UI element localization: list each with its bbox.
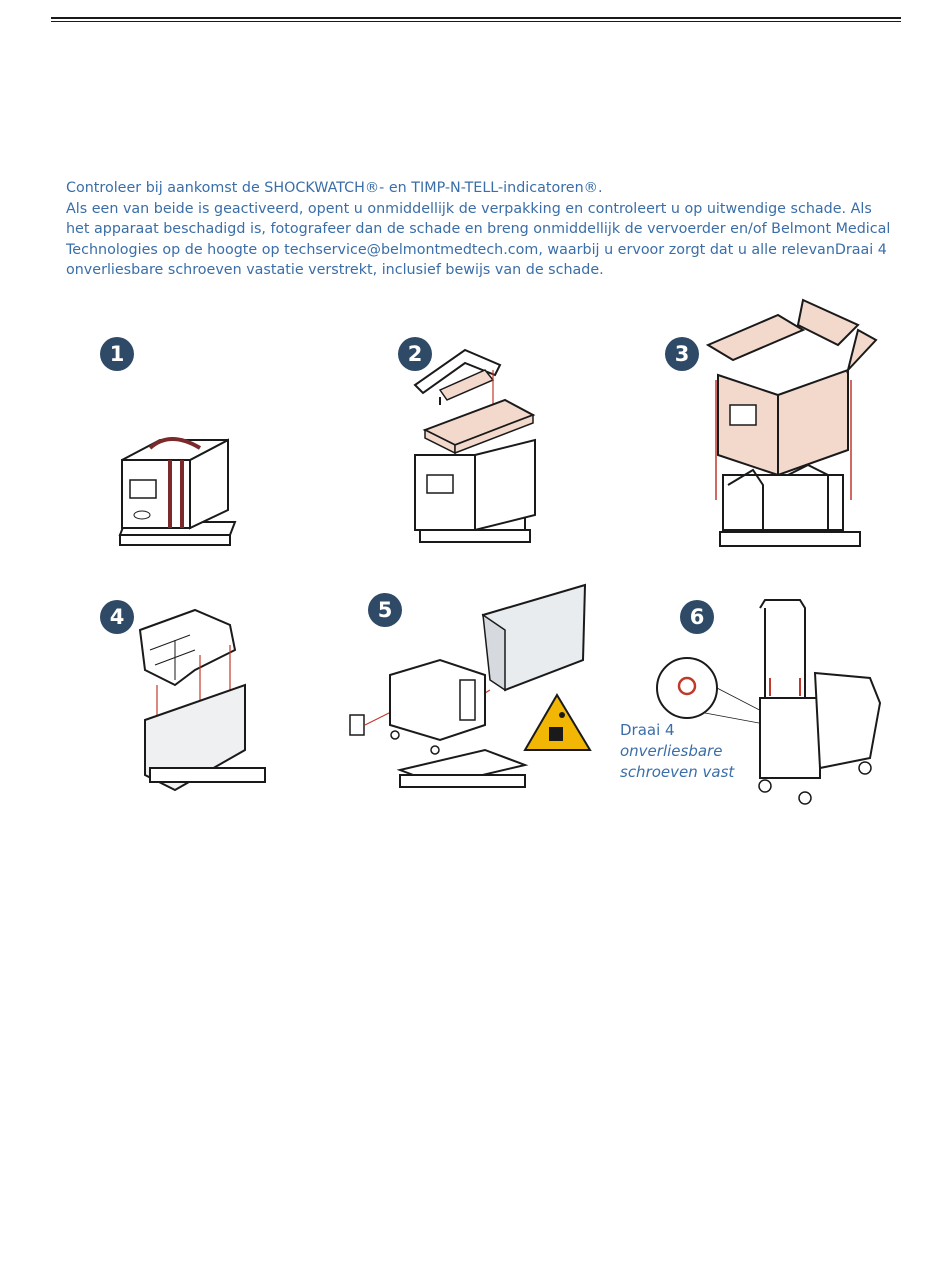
- step-6-caption-line3: schroeven vast: [620, 763, 735, 781]
- step-6-caption-line1: Draai 4: [620, 721, 675, 739]
- step-5-illustration: [349, 583, 592, 788]
- header-rule: [51, 17, 901, 19]
- step-4-illustration: [138, 608, 266, 792]
- intro-block: Controleer bij aankomst de SHOCKWATCH®- …: [66, 178, 896, 281]
- lift-warning-icon: [523, 693, 592, 751]
- step-3-illustration: [705, 298, 878, 547]
- step-6-caption: Draai 4 onverliesbare schroeven vast: [620, 720, 760, 783]
- step-badge-2: 2: [398, 337, 432, 371]
- step-badge-4: 4: [100, 600, 134, 634]
- step-badge-3: 3: [665, 337, 699, 371]
- step-badge-1: 1: [100, 337, 134, 371]
- intro-body: Als een van beide is geactiveerd, opent …: [66, 200, 891, 279]
- header-rule-thin: [51, 21, 901, 22]
- step-badge-5: 5: [368, 593, 402, 627]
- intro-heading: Controleer bij aankomst de SHOCKWATCH®- …: [66, 180, 603, 196]
- step-6-illustration: [656, 599, 882, 805]
- step-2-illustration: [413, 348, 536, 543]
- step-1-illustration: [118, 437, 237, 546]
- step-6-caption-line2: onverliesbare: [620, 742, 723, 760]
- step-badge-6: 6: [680, 600, 714, 634]
